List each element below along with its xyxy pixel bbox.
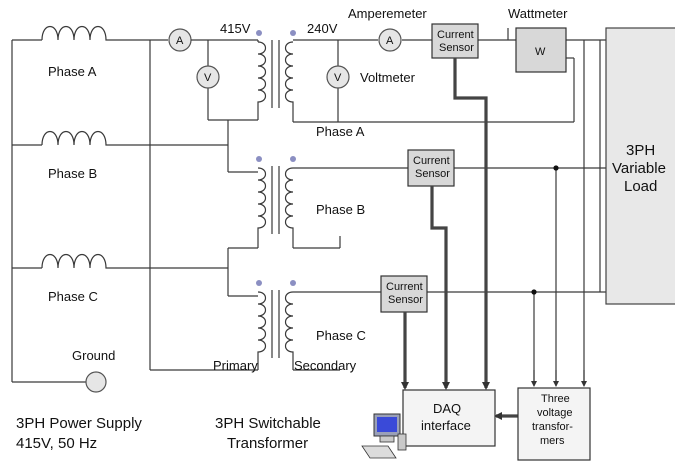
supply-coil-phase-c — [41, 253, 110, 269]
svg-text:interface: interface — [421, 418, 471, 433]
svg-text:Three: Three — [541, 393, 570, 405]
secondary-voltmeter: V — [326, 65, 350, 89]
secondary-label: Secondary — [294, 358, 357, 373]
primary-voltmeter: V — [196, 65, 220, 89]
svg-text:A: A — [386, 35, 394, 47]
junction-dot-b — [553, 165, 559, 171]
transformer-title-line2: Transformer — [227, 435, 308, 452]
svg-text:mers: mers — [540, 435, 565, 447]
svg-text:transfor-: transfor- — [532, 421, 573, 433]
current-sensor-phase-b: Current Sensor — [407, 149, 455, 187]
phase-a-supply-label: Phase A — [48, 64, 97, 79]
sensor-signal-lines — [401, 58, 518, 420]
svg-text:A: A — [176, 35, 184, 47]
transformer-phase-c — [228, 280, 296, 370]
svg-text:Current: Current — [437, 29, 474, 41]
svg-text:Current: Current — [386, 281, 423, 293]
svg-text:Sensor: Sensor — [439, 42, 474, 54]
voltage-transformers-box: Three voltage transfor- mers — [517, 387, 591, 461]
primary-label: Primary — [213, 358, 258, 373]
phase-c-supply-label: Phase C — [48, 289, 98, 304]
junction-dot-c — [531, 289, 537, 295]
daq-interface: DAQ interface — [402, 389, 496, 447]
primary-voltage-label: 415V — [220, 21, 251, 36]
voltmeter-label: Voltmeter — [360, 70, 416, 85]
svg-text:voltage: voltage — [537, 407, 572, 419]
svg-text:V: V — [334, 72, 342, 84]
supply-coil-phase-a — [41, 25, 110, 41]
current-sensor-phase-c: Current Sensor — [380, 275, 428, 313]
amperemeter-label: Amperemeter — [348, 6, 427, 21]
wattmeter: W — [515, 27, 567, 73]
ground-terminal — [85, 371, 107, 393]
phase-c-secondary-label: Phase C — [316, 328, 366, 343]
secondary-voltage-label: 240V — [307, 21, 338, 36]
svg-text:Load: Load — [624, 178, 657, 195]
supply-coil-phase-b — [41, 130, 110, 146]
phase-b-secondary-label: Phase B — [316, 202, 365, 217]
svg-text:Current: Current — [413, 155, 450, 167]
current-sensor-phase-a: Current Sensor — [431, 23, 479, 59]
secondary-wiring — [293, 39, 606, 384]
supply-wiring — [11, 39, 258, 383]
svg-text:Sensor: Sensor — [415, 168, 450, 180]
supply-title-line2: 415V, 50 Hz — [16, 435, 97, 452]
computer-icon — [361, 413, 407, 459]
svg-text:Variable: Variable — [612, 160, 666, 177]
variable-load: 3PH Variable Load — [605, 27, 675, 305]
transformer-phase-a — [256, 30, 296, 122]
ground-label: Ground — [72, 348, 115, 363]
transformer-phase-b — [228, 156, 296, 248]
primary-ammeter: A — [168, 28, 192, 52]
supply-title-line1: 3PH Power Supply — [16, 415, 142, 432]
secondary-ammeter: A — [378, 28, 402, 52]
phase-b-supply-label: Phase B — [48, 166, 97, 181]
transformer-title-line1: 3PH Switchable — [215, 415, 321, 432]
wattmeter-label: Wattmeter — [508, 6, 568, 21]
svg-text:Sensor: Sensor — [388, 294, 423, 306]
svg-text:DAQ: DAQ — [433, 401, 461, 416]
svg-text:W: W — [535, 46, 546, 58]
svg-text:V: V — [204, 72, 212, 84]
svg-text:3PH: 3PH — [626, 142, 655, 159]
phase-a-secondary-label: Phase A — [316, 124, 365, 139]
